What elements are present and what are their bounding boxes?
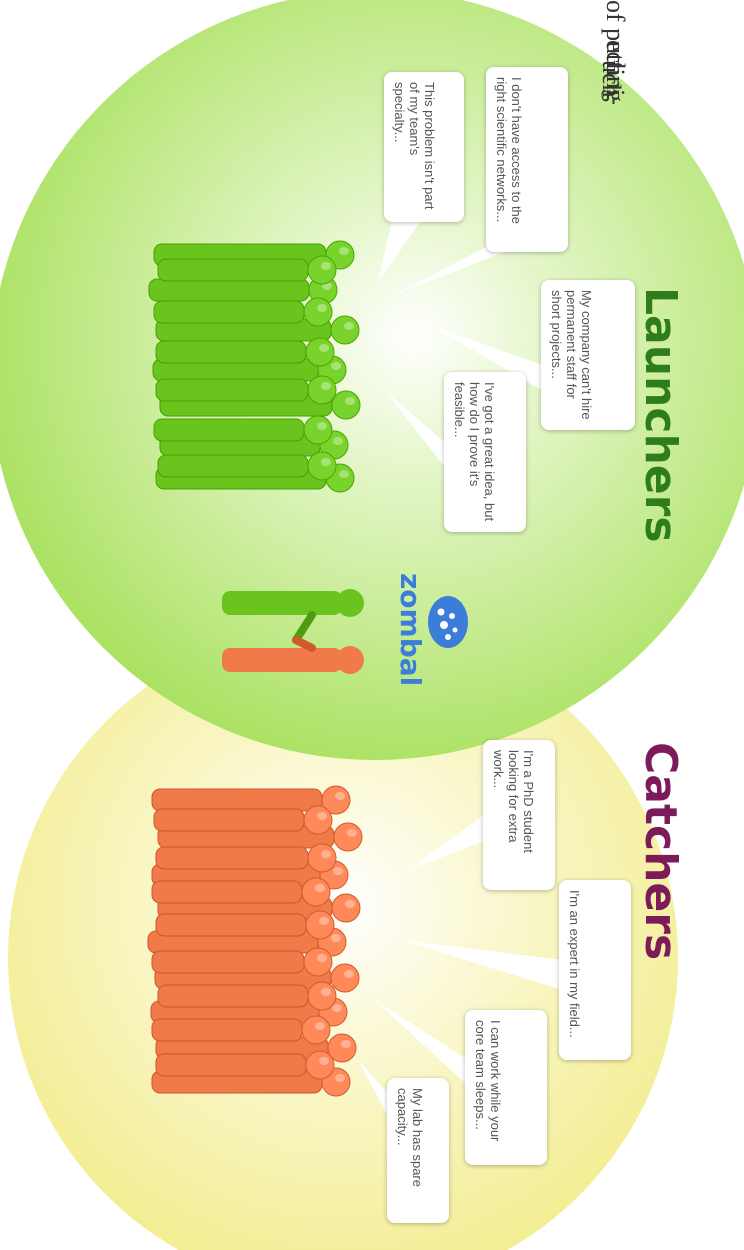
launchers-title: Launchers xyxy=(638,287,682,543)
catchers-bubble: My lab has spare capacity... xyxy=(387,1078,449,1223)
launchers-bubble: I don't have access to the right scienti… xyxy=(486,67,568,252)
catchers-bubble: I can work while your core team sleeps..… xyxy=(465,1010,547,1165)
launchers-bubble: This problem isn't part of my team's spe… xyxy=(384,72,464,222)
catchers-bubble: I'm a PhD student looking for extra work… xyxy=(483,740,555,890)
launchers-bubble: My company can't hire permanent staff fo… xyxy=(541,280,635,430)
launchers-bubble: I've got a great idea, but how do I prov… xyxy=(444,372,526,532)
zombal-wordmark: zombal xyxy=(396,573,424,686)
catchers-bubble: I'm an expert in my field... xyxy=(559,880,631,1060)
edge-text-fragment: uch xyxy=(596,60,626,98)
launchers-group xyxy=(149,241,360,492)
catchers-group xyxy=(148,786,362,1096)
zombal-logo-icon xyxy=(428,596,468,648)
catchers-title: Catchers xyxy=(638,742,682,960)
